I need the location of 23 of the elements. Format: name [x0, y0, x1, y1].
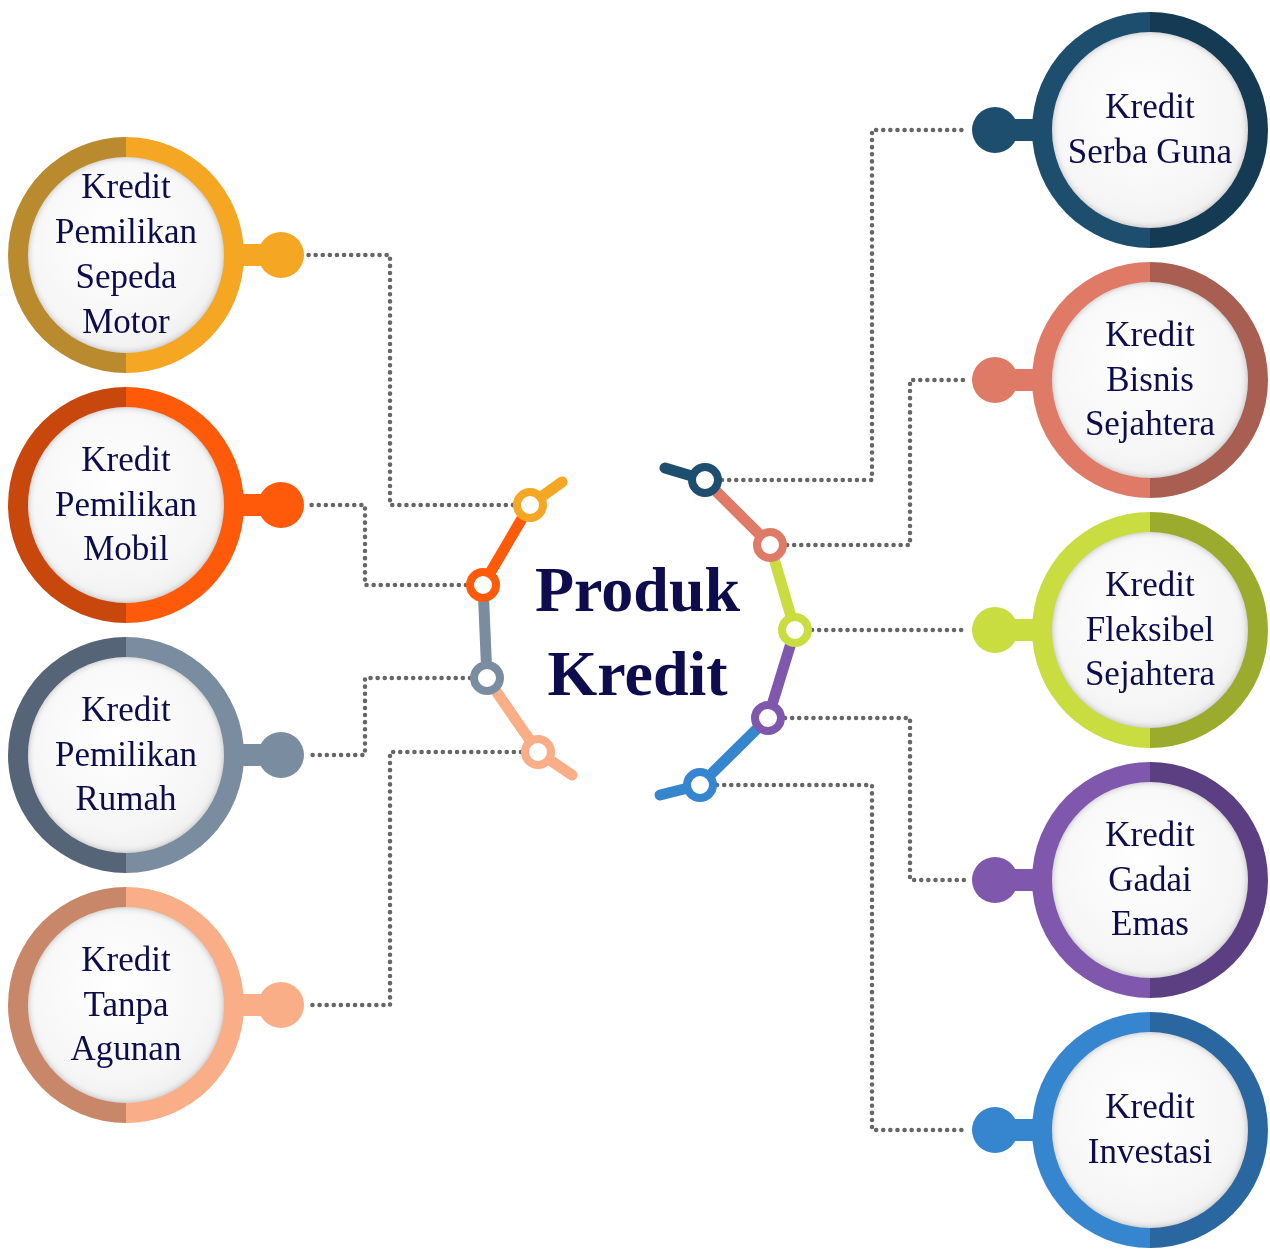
ring-node — [470, 661, 504, 695]
node-label: Kredit Fleksibel Sejahtera — [1083, 563, 1217, 696]
node-label: Kredit Pemilikan Mobil — [54, 438, 198, 571]
ring-node — [513, 488, 547, 522]
dotted-connector — [706, 724, 762, 779]
ring-node — [753, 528, 787, 562]
node-label: Kredit Investasi — [1086, 1086, 1214, 1173]
node-label: Kredit Gadai Emas — [1104, 813, 1196, 946]
ring-node — [521, 735, 555, 769]
node-label: Kredit Pemilikan Rumah — [54, 688, 198, 821]
dotted-connector — [491, 686, 534, 744]
node-label: Kredit Bisnis Sejahtera — [1083, 313, 1217, 446]
ring-node — [751, 701, 785, 735]
ring-node — [778, 613, 812, 647]
node-label: Kredit Pemilikan Sepeda Motor — [54, 166, 198, 343]
ring-node — [466, 568, 500, 602]
dotted-connector — [486, 514, 527, 576]
node-label: Kredit Serba Guna — [1066, 86, 1234, 173]
ring-node — [683, 768, 717, 802]
node-label: Kredit Tanpa Agunan — [69, 938, 183, 1071]
dotted-connector — [711, 486, 764, 539]
title-text: Produk Kredit — [505, 548, 770, 717]
ring-node — [688, 463, 722, 497]
